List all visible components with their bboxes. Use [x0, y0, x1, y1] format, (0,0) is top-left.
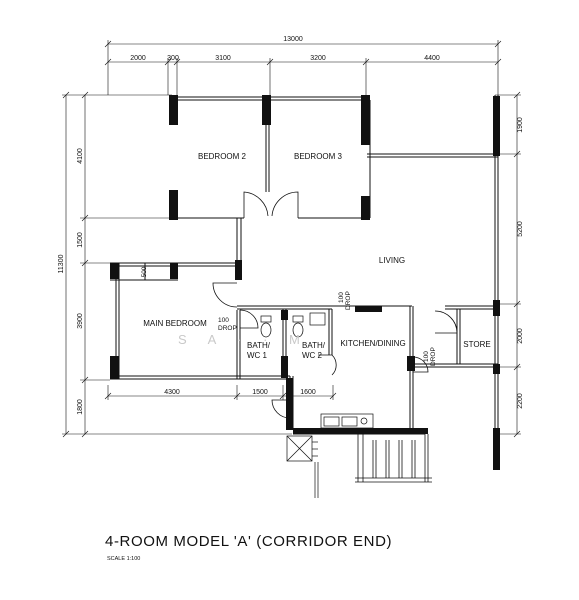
service-yard	[355, 434, 432, 483]
dim-right-2: 5200	[517, 221, 524, 237]
fixtures	[260, 312, 374, 498]
watermark: S A · · M	[178, 332, 309, 347]
label-kitchen-dining: KITCHEN/DINING	[340, 339, 405, 348]
drop-c-text: DROP	[430, 347, 437, 366]
dim-overall-width: 13000	[283, 36, 303, 43]
dim-right-1: 1900	[517, 117, 524, 133]
dim-top-4: 3200	[310, 55, 326, 62]
drop-a-number: 100	[218, 317, 229, 324]
dim-left-2: 1500	[77, 232, 84, 248]
drop-b-text: DROP	[345, 291, 352, 310]
label-bath-2-line-2: WC 2	[302, 351, 323, 360]
dim-left-4: 1800	[77, 399, 84, 415]
dim-left-1: 4100	[77, 148, 84, 164]
dim-bottom-1: 4300	[164, 389, 180, 396]
dim-bottom-2: 1500	[252, 389, 268, 396]
drawing-title: 4-ROOM MODEL 'A' (CORRIDOR END)	[105, 533, 392, 550]
dim-top-2: 300	[167, 55, 179, 62]
dim-right-4: 2200	[517, 393, 524, 409]
label-window-500: 500	[141, 266, 148, 277]
drawing-scale: SCALE 1:100	[107, 556, 140, 562]
label-bath-1-line-1: BATH/	[247, 341, 271, 350]
dimension-lines	[62, 40, 521, 438]
dim-top-3: 3100	[215, 55, 231, 62]
doors	[212, 191, 458, 419]
drop-a-text: DROP	[218, 325, 237, 332]
label-bedroom-2: BEDROOM 2	[198, 152, 247, 161]
drop-c-number: 100	[423, 351, 430, 362]
label-bedroom-3: BEDROOM 3	[294, 152, 343, 161]
dim-right-3: 2000	[517, 328, 524, 344]
dim-top-5: 4400	[424, 55, 440, 62]
label-living: LIVING	[379, 256, 405, 265]
label-main-bedroom: MAIN BEDROOM	[143, 319, 207, 328]
dim-overall-height: 11300	[58, 254, 65, 273]
drop-b-number: 100	[338, 292, 345, 303]
label-bath-1-line-2: WC 1	[247, 351, 268, 360]
structural-walls	[110, 95, 500, 470]
dim-bottom-3: 1600	[300, 389, 316, 396]
label-bath-2-line-1: BATH/	[302, 341, 326, 350]
dim-top-1: 2000	[130, 55, 146, 62]
dim-left-3: 3900	[77, 313, 84, 329]
label-store: STORE	[463, 340, 490, 349]
